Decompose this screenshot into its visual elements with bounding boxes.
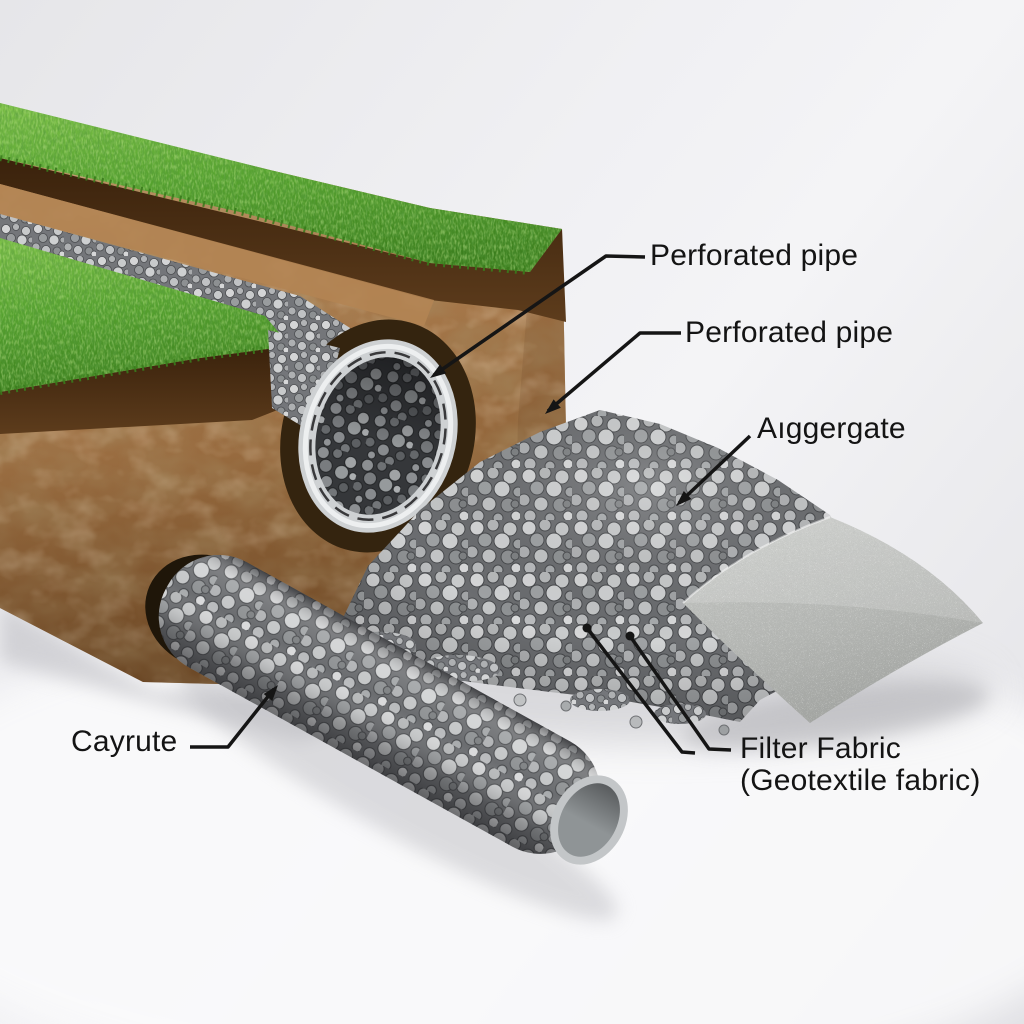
arrowhead-icon — [545, 399, 561, 414]
drain-pipe-gravel-wrapped — [145, 554, 628, 865]
leader-aggregate — [677, 434, 752, 505]
label-perforated-pipe-1: Perforated pipe — [650, 239, 859, 272]
label-perforated-pipe-2: Perforated pipe — [685, 316, 894, 349]
leader-perforated-pipe-1 — [433, 254, 646, 377]
label-filter-fabric: Filter Fabric (Geotextile fabric) — [740, 733, 981, 797]
pipe-end-opening — [550, 775, 628, 865]
fabric-top-sheen — [683, 517, 983, 623]
label-filter-fabric-line1: Filter Fabric — [740, 732, 901, 765]
leader-dot-icon — [582, 623, 592, 633]
arrowhead-icon — [676, 491, 692, 506]
label-aggregate: Aıggergate — [757, 412, 906, 445]
arrowhead-icon — [263, 685, 278, 701]
arrowhead-icon — [430, 364, 447, 378]
leader-perforated-pipe-2 — [546, 331, 681, 413]
fabric-edge-highlight — [682, 516, 831, 604]
pipe-ring-highlight — [302, 343, 454, 529]
grass-strip-upper — [0, 103, 566, 326]
perforated-pipe-cross-section — [268, 319, 476, 553]
grass-fringe-upper — [0, 155, 531, 275]
label-cayrute: Cayrute — [71, 725, 178, 758]
leader-cayrute — [190, 687, 276, 749]
grass-strip-lower — [0, 238, 308, 434]
topsoil-band-upper — [0, 158, 566, 322]
leader-filter-fabric-a — [585, 626, 696, 755]
leader-filter-fabric-b — [628, 634, 732, 752]
leader-markers — [263, 364, 692, 701]
fabric-shadow — [681, 682, 989, 750]
leader-dot-icon — [625, 631, 635, 641]
topsoil-band-lower — [0, 346, 308, 434]
trench-wall-tan — [0, 184, 434, 326]
label-filter-fabric-line2: (Geotextile fabric) — [740, 764, 981, 797]
pipe-interior-shadow — [315, 357, 441, 515]
pipe-ring-dashed-line — [309, 351, 447, 521]
leader-lines — [190, 254, 752, 755]
pipe-shadow — [178, 667, 618, 921]
filter-fabric-sheet — [682, 516, 983, 723]
